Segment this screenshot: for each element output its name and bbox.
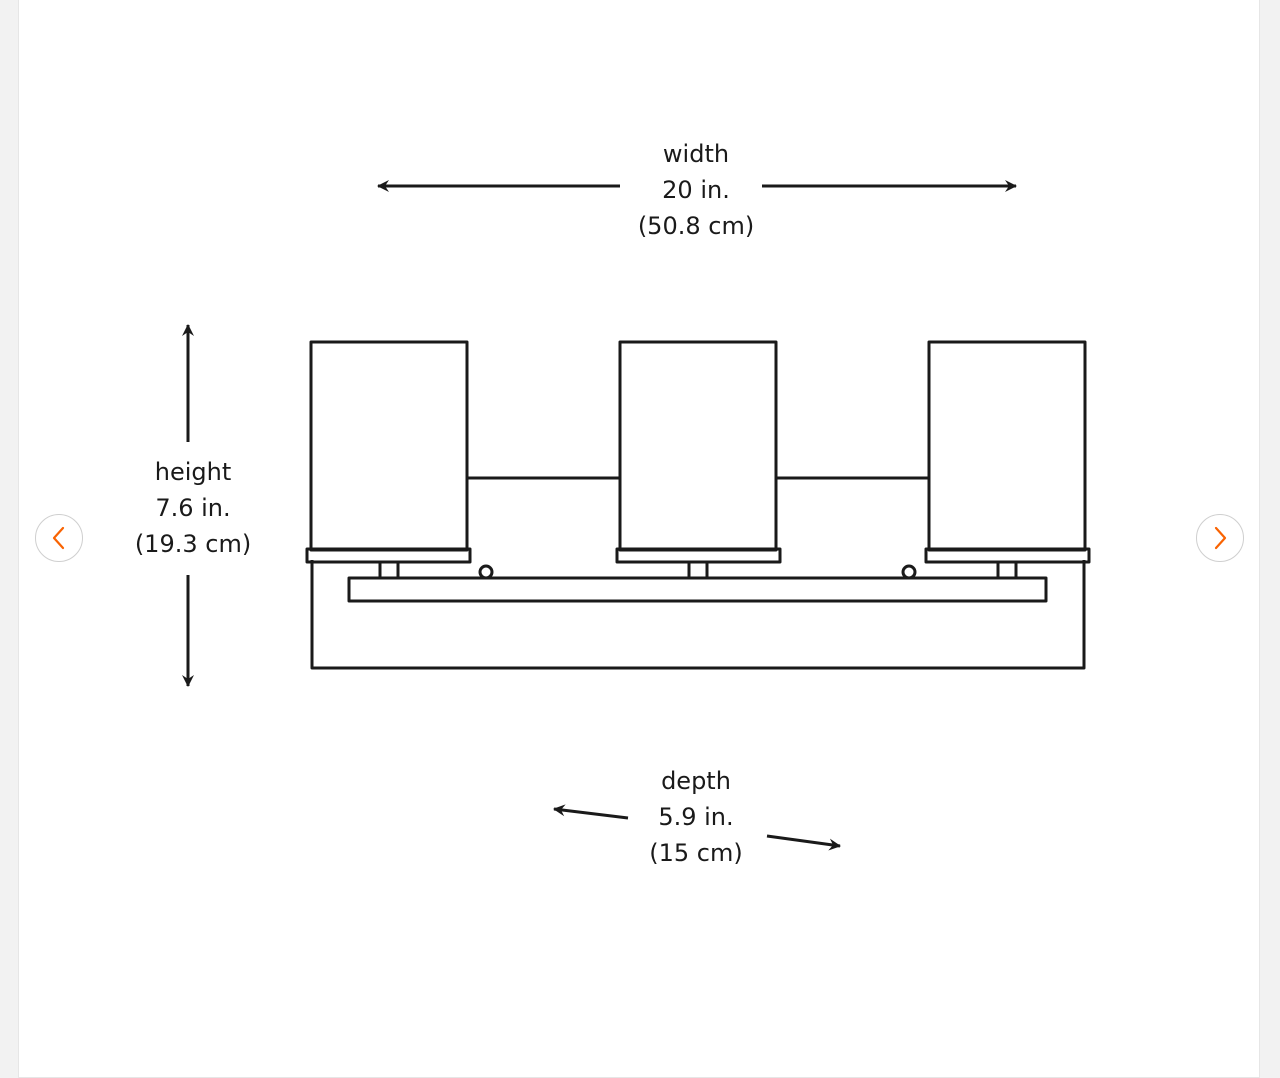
height-label: height 7.6 in. (19.3 cm) [93, 454, 293, 562]
depth-arrow-right [766, 834, 841, 851]
height-label-name: height [154, 458, 232, 486]
chevron-right-icon [1214, 526, 1227, 550]
backplate [310, 560, 1086, 670]
chevron-left-icon [52, 526, 65, 550]
depth-label: depth 5.9 in. (15 cm) [596, 763, 796, 871]
image-viewer-frame [18, 0, 1260, 1078]
depth-arrow-left [553, 804, 629, 820]
depth-label-metric: (15 cm) [649, 839, 743, 867]
depth-label-name: depth [661, 767, 731, 795]
mounting-bar [347, 576, 1048, 603]
width-label-name: width [662, 140, 730, 168]
stem-right [996, 560, 1018, 580]
previous-image-button[interactable] [35, 514, 83, 562]
depth-label-imperial: 5.9 in. [658, 803, 734, 831]
next-image-button[interactable] [1196, 514, 1244, 562]
width-label-imperial: 20 in. [662, 176, 730, 204]
width-label-metric: (50.8 cm) [637, 212, 755, 240]
shade-left [309, 340, 469, 552]
height-label-metric: (19.3 cm) [134, 530, 252, 558]
mounting-screw-right [901, 564, 917, 580]
shade-center [618, 340, 778, 552]
shade-right [927, 340, 1087, 552]
stem-left [378, 560, 400, 580]
stem-center [687, 560, 709, 580]
mounting-screw-left [478, 564, 494, 580]
width-label: width 20 in. (50.8 cm) [596, 136, 796, 244]
height-label-imperial: 7.6 in. [155, 494, 231, 522]
